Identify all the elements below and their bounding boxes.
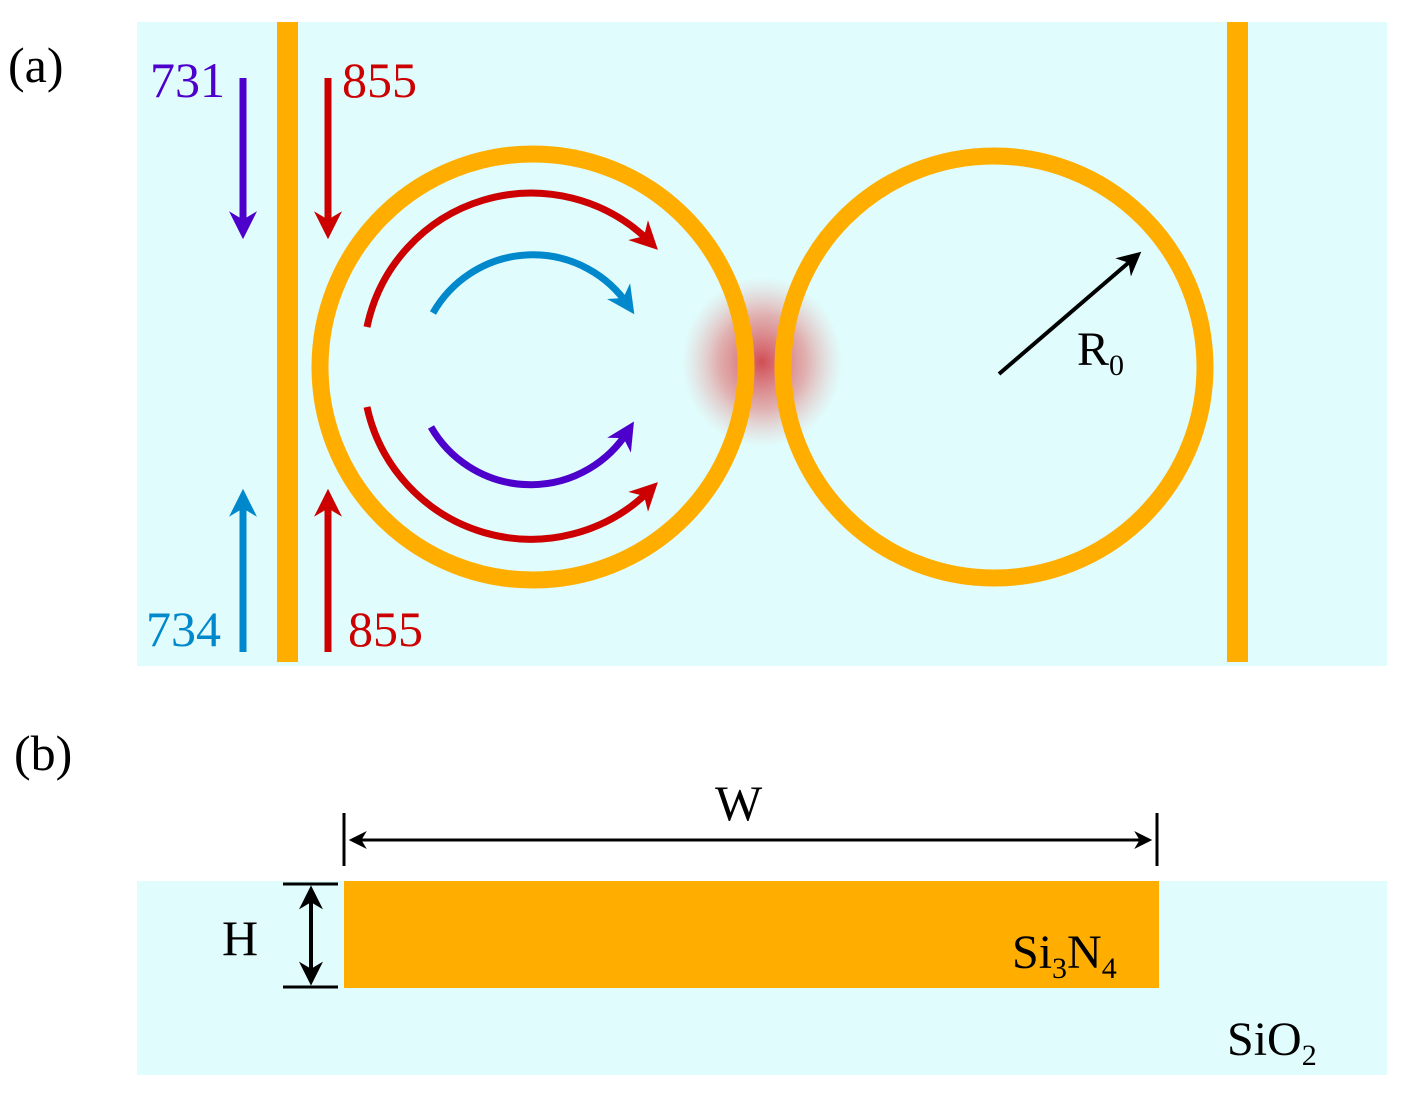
radius-label-base: R [1077, 323, 1109, 376]
height-label: H [222, 910, 258, 966]
red-circulating-arrow-bottom [363, 406, 658, 543]
sio2-label-sub: 2 [1302, 1039, 1317, 1072]
blue-circulating-arrow [429, 251, 635, 315]
right-ring-resonator [774, 147, 1214, 587]
sio2-label: SiO2 [1227, 1013, 1317, 1072]
sio2-label-base: SiO [1227, 1013, 1302, 1066]
si3n4-label-sub1: 3 [1052, 952, 1067, 985]
si3n4-label-base: Si [1012, 926, 1052, 979]
panel-b-label: (b) [14, 725, 72, 781]
panel-a: (a) 731 855 734 855 R0 [8, 22, 1387, 666]
si3n4-label-mid: N [1067, 926, 1102, 979]
si3n4-core [344, 881, 1159, 988]
width-label: W [715, 775, 763, 831]
si3n4-label: Si3N4 [1012, 926, 1117, 985]
violet-circulating-arrow [427, 421, 634, 489]
violet-wavelength-label: 731 [150, 52, 225, 108]
radius-label-sub: 0 [1109, 349, 1124, 382]
radius-label: R0 [1077, 323, 1124, 382]
left-ring-resonator [311, 145, 755, 589]
red-wavelength-label-top: 855 [342, 52, 417, 108]
coupling-glow [682, 277, 842, 447]
left-bus-waveguide [277, 22, 298, 662]
si3n4-label-sub2: 4 [1102, 952, 1117, 985]
blue-wavelength-label: 734 [146, 601, 221, 657]
radius-arrow [997, 251, 1142, 376]
panel-b: (b) W H Si3N4 SiO2 [14, 725, 1387, 1075]
red-circulating-arrow-top [363, 189, 658, 328]
right-bus-waveguide [1227, 22, 1248, 662]
panel-a-label: (a) [8, 37, 64, 93]
red-wavelength-label-bottom: 855 [348, 601, 423, 657]
